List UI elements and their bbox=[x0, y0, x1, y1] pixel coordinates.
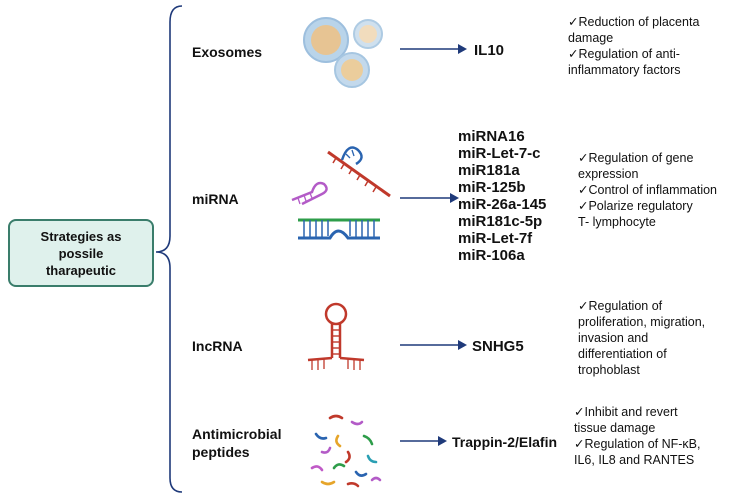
mirna-item: miR181c-5p bbox=[458, 213, 543, 230]
effect-line: differentiation of bbox=[578, 347, 667, 361]
root-label-line-3: tharapeutic bbox=[45, 262, 117, 278]
effect-line: ✓Polarize regulatory bbox=[578, 199, 693, 213]
lncrna-stem-loop-icon bbox=[307, 302, 365, 370]
category-exosomes-label: Exosomes bbox=[192, 44, 263, 60]
effects-exosomes: ✓Reduction of placenta damage ✓Regulatio… bbox=[568, 14, 699, 78]
arrow-peptides bbox=[400, 436, 447, 446]
category-exosomes: Exosomes bbox=[192, 43, 262, 61]
effect-line: damage bbox=[568, 31, 614, 45]
mirna-item: miR181a bbox=[458, 162, 520, 179]
mirna-item: miR-Let-7f bbox=[458, 230, 533, 247]
category-mirna: miRNA bbox=[192, 190, 239, 208]
arrow-lncrna bbox=[400, 340, 467, 350]
effect-line: ✓Control of inflammation bbox=[578, 183, 718, 197]
effect-line: trophoblast bbox=[578, 363, 640, 377]
target-snhg5: SNHG5 bbox=[472, 338, 524, 355]
mirna-hairpin-icon bbox=[291, 146, 391, 240]
category-lncrna: IncRNA bbox=[192, 337, 243, 355]
category-lncrna-label: IncRNA bbox=[192, 338, 243, 354]
target-trappin-elafin: Trappin-2/Elafin bbox=[452, 434, 558, 450]
effect-line: inflammatory factors bbox=[568, 63, 681, 77]
effects-peptides: ✓Inhibit and revert tissue damage ✓Regul… bbox=[574, 404, 701, 468]
effect-line: ✓Inhibit and revert bbox=[574, 405, 678, 419]
curly-brace bbox=[155, 5, 183, 493]
mirna-item: miR-125b bbox=[458, 179, 526, 196]
arrow-exosomes bbox=[400, 44, 467, 54]
effect-line: T- lymphocyte bbox=[578, 215, 656, 229]
effects-lncrna: ✓Regulation of proliferation, migration,… bbox=[578, 298, 705, 378]
effects-mirna: ✓Regulation of gene expression ✓Control … bbox=[578, 150, 717, 230]
effect-line: proliferation, migration, bbox=[578, 315, 706, 329]
effect-line: ✓Regulation of anti- bbox=[568, 47, 680, 61]
mirna-item: miR-26a-145 bbox=[458, 196, 547, 213]
mirna-item: miR-106a bbox=[458, 247, 525, 264]
root-strategy-box: Strategies as possile tharapeutic bbox=[8, 219, 154, 287]
category-antimicrobial-peptides: Antimicrobial peptides bbox=[192, 425, 281, 461]
exosome-vesicles-icon bbox=[303, 17, 383, 88]
peptide-fragments-icon bbox=[310, 414, 382, 488]
mirna-item: miRNA16 bbox=[458, 128, 525, 145]
target-il10: IL10 bbox=[474, 42, 505, 59]
arrow-mirna bbox=[400, 193, 459, 203]
effect-line: tissue damage bbox=[574, 421, 656, 435]
effect-line: ✓Reduction of placenta bbox=[568, 15, 700, 29]
category-mirna-label: miRNA bbox=[192, 191, 239, 207]
mirna-target-list: miRNA16 miR-Let-7-c miR181a miR-125b miR… bbox=[458, 128, 546, 264]
effect-line: ✓Regulation of gene bbox=[578, 151, 694, 165]
effect-line: IL6, IL8 and RANTES bbox=[574, 453, 695, 467]
effect-line: invasion and bbox=[578, 331, 649, 345]
effect-line: expression bbox=[578, 167, 639, 181]
root-label-line-2: possile bbox=[58, 245, 104, 261]
mirna-item: miR-Let-7-c bbox=[458, 145, 541, 162]
effect-line: ✓Regulation of NF-κB, bbox=[574, 437, 701, 451]
category-antimicrobial-label-2: peptides bbox=[192, 444, 250, 460]
root-label-line-1: Strategies as bbox=[40, 228, 122, 244]
category-antimicrobial-label-1: Antimicrobial bbox=[192, 426, 282, 442]
effect-line: ✓Regulation of bbox=[578, 299, 663, 313]
